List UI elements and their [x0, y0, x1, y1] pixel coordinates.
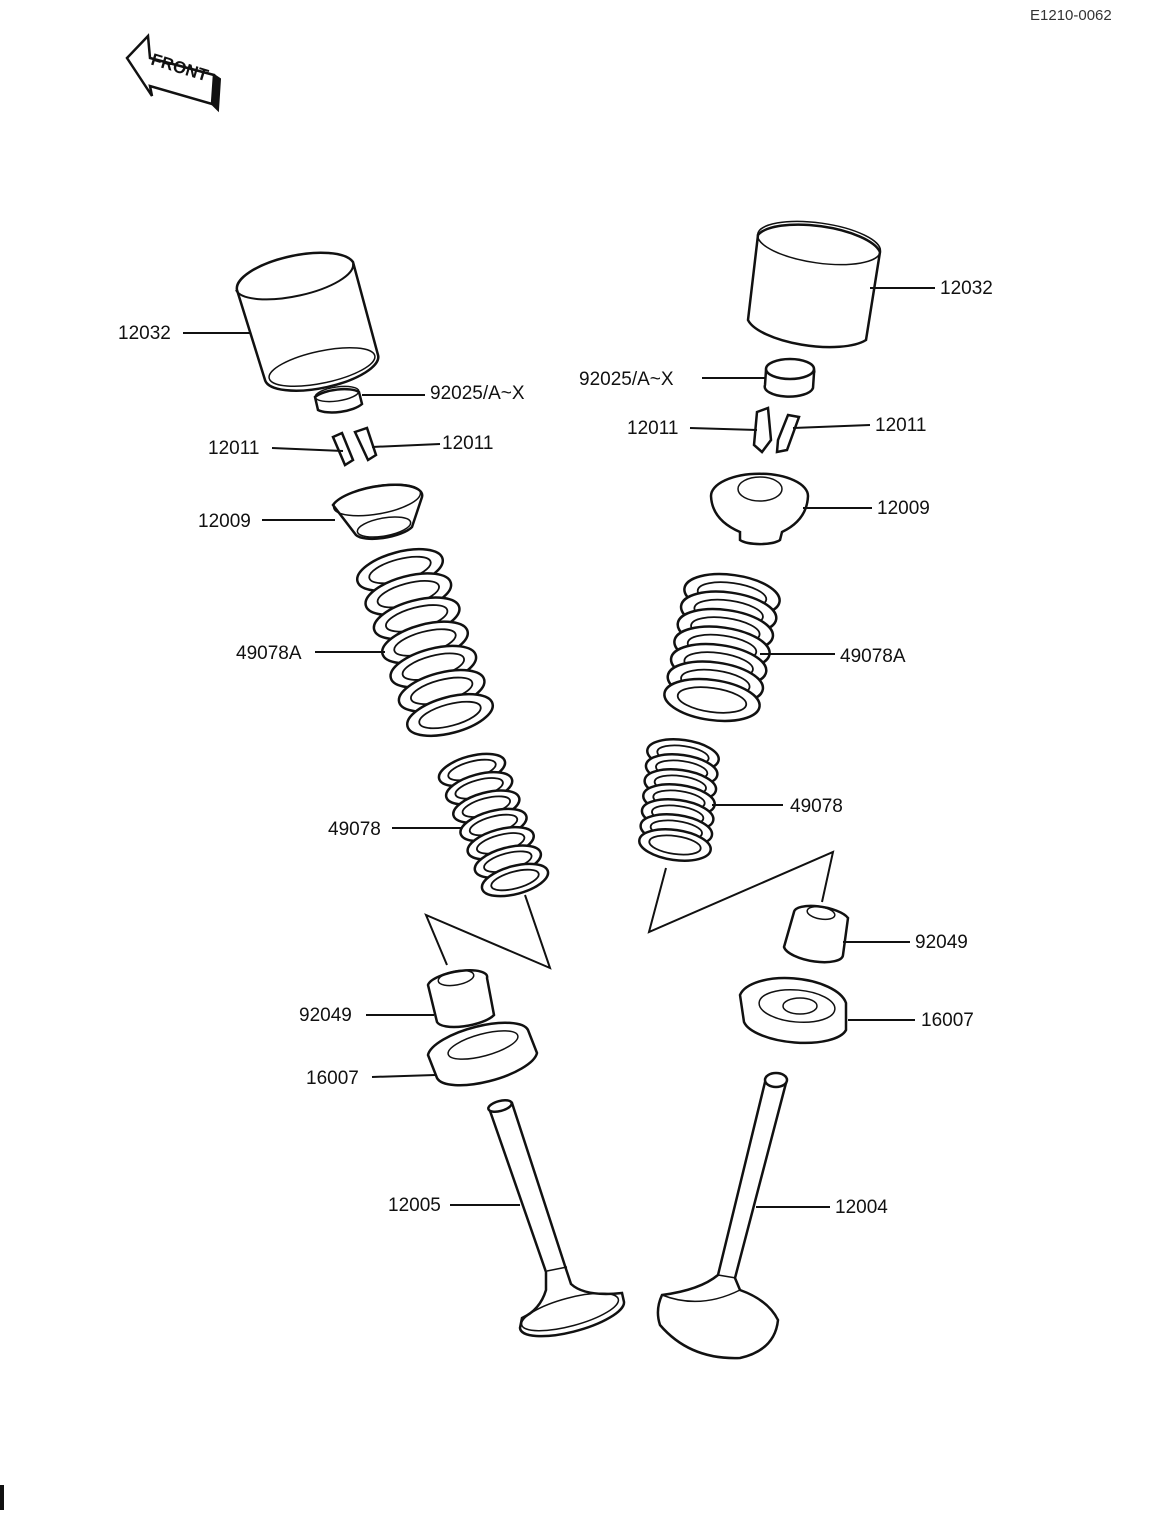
intake-valve: [656, 1071, 789, 1360]
label-spring-seat-left: 16007: [306, 1068, 359, 1089]
tappet-right: [746, 220, 882, 349]
leader-cotter-right-a: [689, 427, 758, 431]
cotters-right: [752, 406, 801, 454]
shim-left: [313, 385, 364, 414]
retainer-left: [331, 483, 424, 541]
cotters-left: [331, 426, 378, 467]
label-cotter-right-a: 12011: [627, 418, 678, 439]
retainer-right: [709, 472, 810, 546]
spring-coil-inner: [490, 868, 540, 892]
label-outer-spring-right: 49078A: [840, 646, 906, 667]
leader-cotter-right-b: [792, 424, 871, 429]
spring-coil: [405, 692, 495, 738]
label-oil-seal-left: 92049: [299, 1005, 352, 1026]
label-tappet-right: 12032: [940, 278, 993, 299]
spring-coil-inner: [676, 686, 748, 714]
inner-spring-left: [437, 752, 550, 898]
front-arrow-icon: FRONT: [125, 33, 222, 113]
label-intake-valve: 12004: [835, 1197, 888, 1218]
label-shim-right: 92025/A~X: [579, 369, 674, 390]
label-oil-seal-right: 92049: [915, 932, 968, 953]
inner-spring-right: [638, 738, 720, 862]
spring-coil-inner: [648, 834, 702, 856]
oil-seal-left: [426, 969, 496, 1029]
label-cotter-left-a: 12011: [208, 438, 259, 459]
label-cotter-right-b: 12011: [875, 415, 926, 436]
label-exhaust-valve: 12005: [388, 1195, 441, 1216]
margin-mark: [0, 1485, 4, 1510]
label-tappet-left: 12032: [118, 323, 171, 344]
leader-cotter-left-a: [271, 447, 344, 452]
label-retainer-left: 12009: [198, 511, 251, 532]
spring-coil: [663, 677, 761, 723]
outer-spring-left: [355, 547, 495, 738]
oil-seal-right: [782, 904, 850, 964]
label-inner-spring-left: 49078: [328, 819, 381, 840]
spring-coil-inner: [418, 700, 482, 730]
exhaust-valve: [487, 1099, 626, 1338]
spring-seat-right: [738, 976, 848, 1045]
label-inner-spring-right: 49078: [790, 796, 843, 817]
diagram-code: E1210-0062: [1030, 7, 1112, 24]
connector-line-left: [424, 894, 552, 970]
connector-line-right: [647, 850, 835, 934]
label-shim-left: 92025/A~X: [430, 383, 525, 404]
leader-spring-seat-left: [371, 1074, 436, 1078]
spring-coil: [480, 862, 550, 898]
label-spring-seat-right: 16007: [921, 1010, 974, 1031]
spring-seat-left: [426, 1021, 539, 1087]
leader-cotter-left-b: [371, 443, 441, 448]
label-retainer-right: 12009: [877, 498, 930, 519]
label-cotter-left-b: 12011: [442, 433, 493, 454]
label-outer-spring-left: 49078A: [236, 643, 302, 664]
shim-right: [763, 357, 816, 398]
tappet-left: [235, 251, 380, 392]
outer-spring-right: [663, 572, 781, 723]
